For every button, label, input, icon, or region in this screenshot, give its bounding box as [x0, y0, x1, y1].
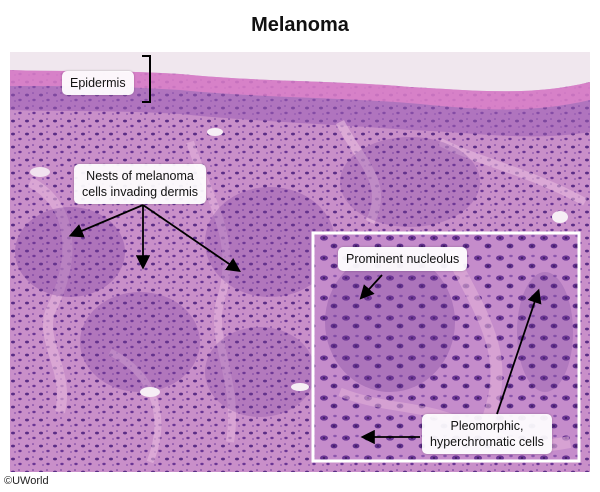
label-prominent-nucleolus: Prominent nucleolus — [338, 247, 468, 271]
label-nests-line-1: Nests of melanoma — [86, 169, 194, 183]
label-pleo-line-1: Pleomorphic, — [450, 419, 524, 433]
label-nests-line-2: cells invading dermis — [82, 185, 199, 199]
copyright-notice: ©UWorld — [4, 475, 49, 487]
label-pleo-line-2: hyperchromatic cells — [430, 435, 544, 449]
histology-micrograph — [10, 52, 590, 472]
label-epidermis: Epidermis — [62, 71, 134, 95]
figure-title: Melanoma — [251, 14, 349, 36]
label-pleomorphic-cells: Pleomorphic, hyperchromatic cells — [422, 414, 552, 454]
label-nests-of-melanoma-cells: Nests of melanoma cells invading dermis — [74, 164, 207, 204]
